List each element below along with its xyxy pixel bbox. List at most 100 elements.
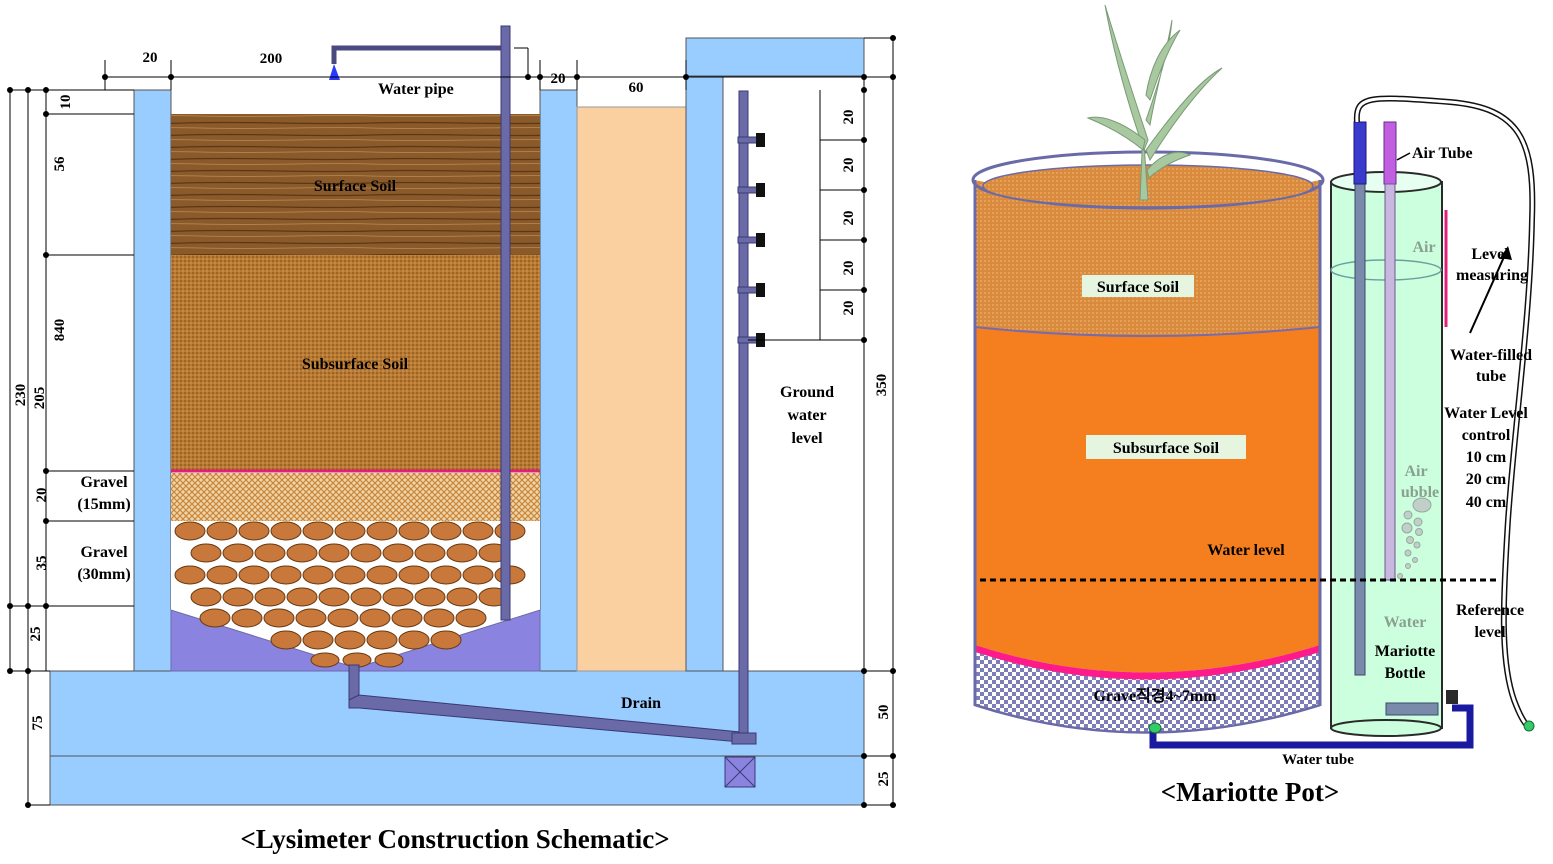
corn-plant — [1086, 4, 1223, 201]
pebble — [174, 565, 206, 585]
level-arrow-head — [1500, 246, 1512, 260]
air-tube — [1383, 121, 1397, 185]
dim-35: 35 — [34, 556, 50, 571]
pebble — [254, 543, 286, 563]
pebble — [414, 543, 446, 563]
subsurface-soil-label-bg — [1086, 435, 1246, 459]
dim-205: 205 — [32, 387, 48, 410]
label-surface-soil: Surface Soil — [314, 178, 397, 195]
surface-soil-label-bg — [1082, 275, 1194, 297]
label-ground-water-3: level — [791, 430, 823, 447]
pebble — [222, 543, 254, 563]
pebble — [334, 521, 366, 541]
pebble — [350, 587, 382, 607]
valve-knob — [756, 233, 765, 247]
pebble — [334, 630, 366, 650]
pebble — [455, 608, 487, 628]
dimension-dots — [7, 35, 896, 808]
valve-knob — [756, 183, 765, 197]
pebble — [238, 521, 270, 541]
dim-25: 25 — [28, 627, 44, 642]
valve-knob — [1446, 690, 1458, 704]
pebble — [295, 608, 327, 628]
label-water-filled-1: Water-filled — [1450, 347, 1532, 364]
label-level-2: measuring — [1456, 267, 1528, 284]
subsurface-soil-layer — [171, 255, 540, 471]
label-gravel-30-line2: (30mm) — [77, 566, 130, 583]
pebble — [374, 652, 404, 668]
pebble — [366, 521, 398, 541]
pebble — [270, 630, 302, 650]
dim-25-bottom: 25 — [876, 772, 892, 787]
pebble — [366, 630, 398, 650]
mariotte-caption: <Mariotte Pot> — [1161, 777, 1339, 807]
pebble — [174, 521, 206, 541]
pot-label-water-level: Water level — [1207, 542, 1285, 559]
label-ground-water-2: water — [787, 407, 826, 424]
label-water-tube: Water tube — [1282, 752, 1354, 768]
dim-20-gravel: 20 — [34, 488, 50, 503]
label-drain: Drain — [621, 695, 661, 712]
pebble — [327, 608, 359, 628]
label-water-filled-2: tube — [1476, 368, 1506, 385]
label-wlc-4: 20 cm — [1466, 471, 1507, 488]
dim-840: 840 — [52, 319, 68, 342]
pebble — [310, 652, 340, 668]
pot-label-surface-soil: Surface Soil — [1097, 279, 1180, 296]
water-pipe-vertical — [500, 25, 511, 621]
pebble — [430, 630, 462, 650]
air-bubbles — [1397, 497, 1432, 579]
label-gravel-30-line1: Gravel — [80, 544, 128, 561]
pebble — [254, 587, 286, 607]
pebble — [318, 587, 350, 607]
lysimeter-caption: <Lysimeter Construction Schematic> — [240, 824, 669, 854]
valve-knob — [756, 283, 765, 297]
dimension-lines — [9, 37, 894, 806]
water-filled-tube-top — [1353, 121, 1367, 185]
pebble — [398, 630, 430, 650]
gw-column — [576, 106, 687, 672]
dim-56: 56 — [52, 156, 68, 172]
pebble — [206, 521, 238, 541]
pot-label-subsurface-soil: Subsurface Soil — [1113, 440, 1220, 457]
label-air-tube: Air Tube — [1412, 145, 1473, 162]
dim-50: 50 — [876, 705, 892, 720]
pebble — [462, 521, 494, 541]
dim-riser-4: 20 — [841, 261, 857, 276]
pebble — [359, 608, 391, 628]
pebble — [286, 587, 318, 607]
pebble — [462, 565, 494, 585]
mariotte-diagram: Surface Soil Subsurface Soil Grave직경4~7m… — [971, 4, 1536, 807]
right-wall — [539, 89, 578, 672]
label-subsurface-soil: Subsurface Soil — [302, 356, 409, 373]
pebble — [350, 543, 382, 563]
pebble — [231, 608, 263, 628]
label-gravel-15-line1: Gravel — [80, 474, 128, 491]
dim-10: 10 — [58, 95, 74, 110]
bottle-outlet — [1385, 702, 1439, 716]
pebble — [398, 521, 430, 541]
label-gravel-15-line2: (15mm) — [77, 496, 130, 513]
dim-top-wall: 20 — [143, 50, 158, 66]
dim-riser-1: 20 — [841, 110, 857, 125]
label-air-bubble-1: Air — [1404, 463, 1427, 480]
left-wall — [133, 89, 172, 672]
pebble — [318, 543, 350, 563]
pebble — [263, 608, 295, 628]
dim-riser-3: 20 — [841, 211, 857, 226]
pebble — [382, 543, 414, 563]
pebble — [391, 608, 423, 628]
water-filled-loop-inner — [1355, 97, 1534, 728]
pebble — [334, 565, 366, 585]
label-reference-2: level — [1474, 624, 1506, 641]
pot-subsurface-layer — [975, 327, 1320, 673]
level-arrow — [1469, 247, 1509, 334]
pebble — [270, 521, 302, 541]
pot-surface-divider — [974, 326, 1321, 337]
label-water-pipe: Water pipe — [378, 81, 454, 98]
label-mariotte-1: Mariotte — [1375, 643, 1435, 660]
pebble — [302, 565, 334, 585]
pebble — [238, 565, 270, 585]
gravel-15-layer — [171, 473, 540, 521]
